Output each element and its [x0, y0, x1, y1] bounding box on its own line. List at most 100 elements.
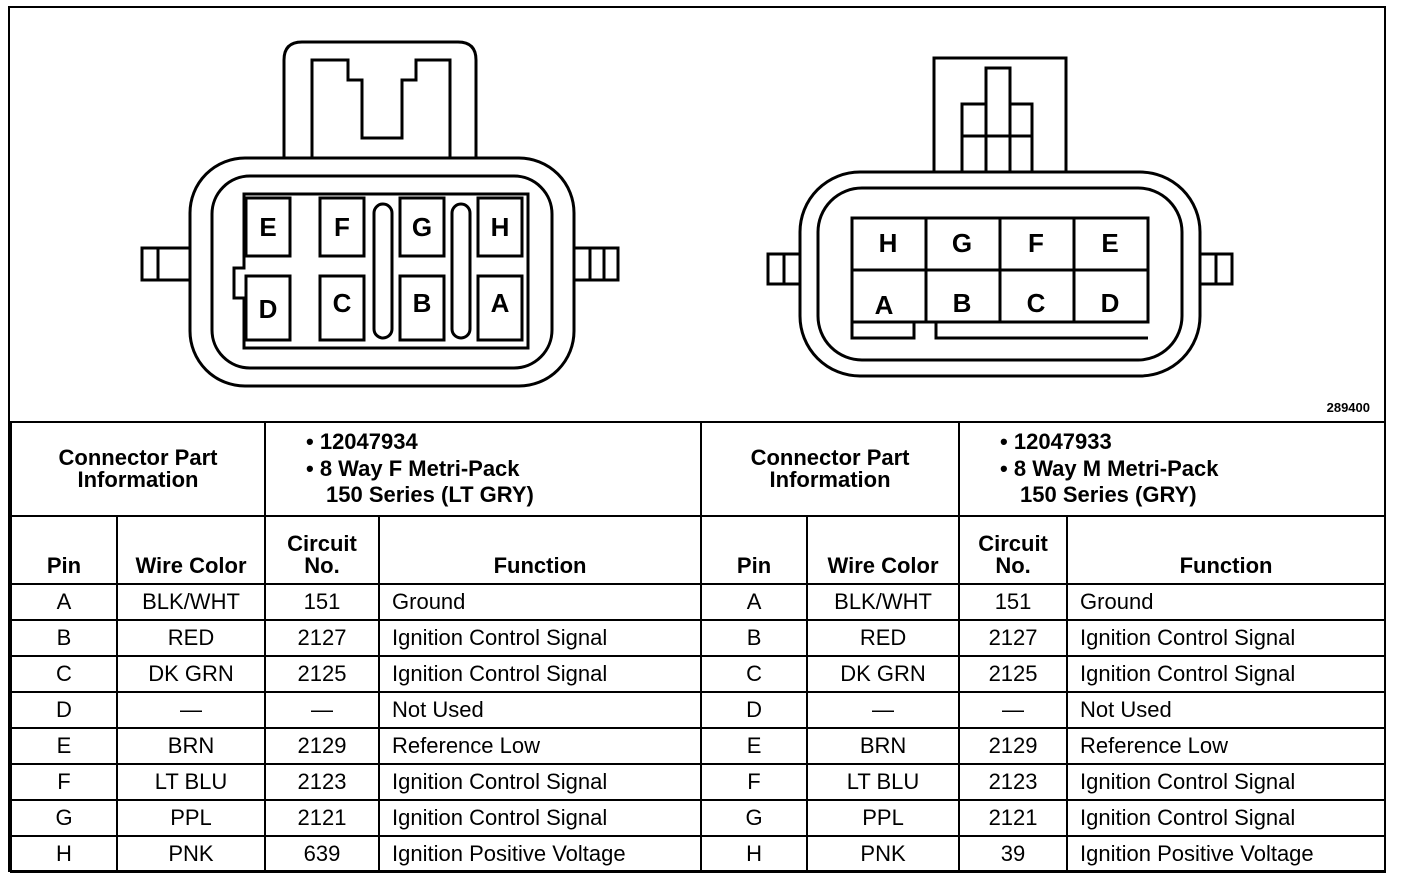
left-col-circuit: Circuit No.: [264, 515, 381, 585]
left-part-number: • 12047934: [306, 429, 418, 455]
right-col-circuit: Circuit No.: [958, 515, 1069, 585]
left-pin-cell: F: [10, 763, 118, 801]
right-wire-cell: BLK/WHT: [806, 583, 961, 621]
left-pin-cell: C: [10, 655, 118, 693]
left-pin-cell: H: [10, 835, 118, 873]
left-col-pin: Pin: [10, 515, 118, 585]
right-function-cell: Ignition Control Signal: [1066, 799, 1387, 837]
right-col-function: Function: [1066, 515, 1387, 585]
left-pin-label: C: [333, 288, 352, 318]
left-part-header: Connector Part Information: [9, 421, 267, 517]
right-part-number: • 12047933: [1000, 429, 1112, 455]
connector-sheet: E F G H D C B A H G F E A B C D 289400 C…: [8, 6, 1387, 873]
left-function-cell: Ground: [378, 583, 703, 621]
right-pin-cell: H: [700, 835, 809, 873]
right-part-header-line1: Connector Part: [750, 445, 910, 470]
left-pin-label: D: [259, 294, 278, 324]
right-circuit-cell: —: [958, 691, 1069, 729]
left-circuit-cell: 2125: [264, 655, 381, 693]
left-wire-cell: RED: [115, 619, 267, 657]
left-pin-cell: G: [10, 799, 118, 837]
right-wire-cell: —: [806, 691, 961, 729]
right-pin-cell: D: [700, 691, 809, 729]
left-function-cell: Ignition Positive Voltage: [378, 835, 703, 873]
right-part-header: Connector Part Information: [700, 421, 961, 517]
left-part-header-line1: Connector Part: [58, 445, 218, 470]
left-wire-cell: PPL: [115, 799, 267, 837]
right-pin-cell: E: [700, 727, 809, 765]
left-part-desc-2: 150 Series (LT GRY): [326, 482, 534, 508]
left-function-cell: Ignition Control Signal: [378, 763, 703, 801]
left-wire-cell: —: [115, 691, 267, 729]
left-part-info: • 12047934 • 8 Way F Metri-Pack 150 Seri…: [264, 421, 703, 517]
left-function-cell: Ignition Control Signal: [378, 655, 703, 693]
right-function-cell: Reference Low: [1066, 727, 1387, 765]
right-function-cell: Ignition Control Signal: [1066, 655, 1387, 693]
right-pin-cell: A: [700, 583, 809, 621]
right-wire-cell: RED: [806, 619, 961, 657]
right-circuit-cell: 39: [958, 835, 1069, 873]
pin-table: Connector Part Information • 12047934 • …: [9, 421, 1387, 873]
left-wire-cell: DK GRN: [115, 655, 267, 693]
right-wire-cell: BRN: [806, 727, 961, 765]
right-pin-label: H: [879, 228, 898, 258]
right-pin-label: E: [1101, 228, 1118, 258]
right-function-cell: Ignition Control Signal: [1066, 619, 1387, 657]
left-pin-label: B: [413, 288, 432, 318]
left-circuit-cell: 151: [264, 583, 381, 621]
left-circuit-cell: 639: [264, 835, 381, 873]
right-wire-cell: PNK: [806, 835, 961, 873]
left-pin-label: E: [259, 212, 276, 242]
left-function-cell: Reference Low: [378, 727, 703, 765]
right-col-pin: Pin: [700, 515, 809, 585]
right-col-circuit-1: Circuit: [978, 531, 1048, 556]
right-pin-label: G: [952, 228, 972, 258]
left-col-circuit-2: No.: [304, 553, 340, 578]
right-function-cell: Ignition Control Signal: [1066, 763, 1387, 801]
right-circuit-cell: 2129: [958, 727, 1069, 765]
left-circuit-cell: 2121: [264, 799, 381, 837]
left-connector: [140, 40, 620, 388]
right-pin-label: F: [1028, 228, 1044, 258]
right-col-wire: Wire Color: [806, 515, 961, 585]
left-pin-label: A: [491, 288, 510, 318]
right-function-cell: Ground: [1066, 583, 1387, 621]
right-pin-cell: B: [700, 619, 809, 657]
right-pin-cell: G: [700, 799, 809, 837]
right-wire-cell: LT BLU: [806, 763, 961, 801]
left-circuit-cell: 2127: [264, 619, 381, 657]
left-circuit-cell: —: [264, 691, 381, 729]
right-function-cell: Ignition Positive Voltage: [1066, 835, 1387, 873]
left-pin-cell: E: [10, 727, 118, 765]
right-circuit-cell: 2125: [958, 655, 1069, 693]
left-wire-cell: BRN: [115, 727, 267, 765]
column-header-row: Pin Wire Color Circuit No. Function Pin …: [10, 515, 1387, 585]
left-pin-label: H: [491, 212, 510, 242]
drawing-id: 289400: [1326, 400, 1370, 415]
right-pin-label: A: [875, 290, 894, 320]
left-col-function: Function: [378, 515, 703, 585]
right-part-info: • 12047933 • 8 Way M Metri-Pack 150 Seri…: [958, 421, 1387, 517]
left-pin-label: G: [412, 212, 432, 242]
right-pin-cell: F: [700, 763, 809, 801]
right-wire-cell: DK GRN: [806, 655, 961, 693]
right-circuit-cell: 2121: [958, 799, 1069, 837]
right-part-header-line2: Information: [769, 467, 891, 492]
connector-diagram: E F G H D C B A H G F E A B C D: [140, 40, 1234, 388]
right-part-desc-2: 150 Series (GRY): [1020, 482, 1197, 508]
right-pin-label: C: [1027, 288, 1046, 318]
right-part-desc-1: • 8 Way M Metri-Pack: [1000, 455, 1219, 481]
left-circuit-cell: 2123: [264, 763, 381, 801]
part-info-row: Connector Part Information • 12047934 • …: [9, 421, 1387, 517]
right-circuit-cell: 151: [958, 583, 1069, 621]
left-part-desc-1: • 8 Way F Metri-Pack: [306, 455, 520, 481]
left-circuit-cell: 2129: [264, 727, 381, 765]
left-pin-cell: B: [10, 619, 118, 657]
